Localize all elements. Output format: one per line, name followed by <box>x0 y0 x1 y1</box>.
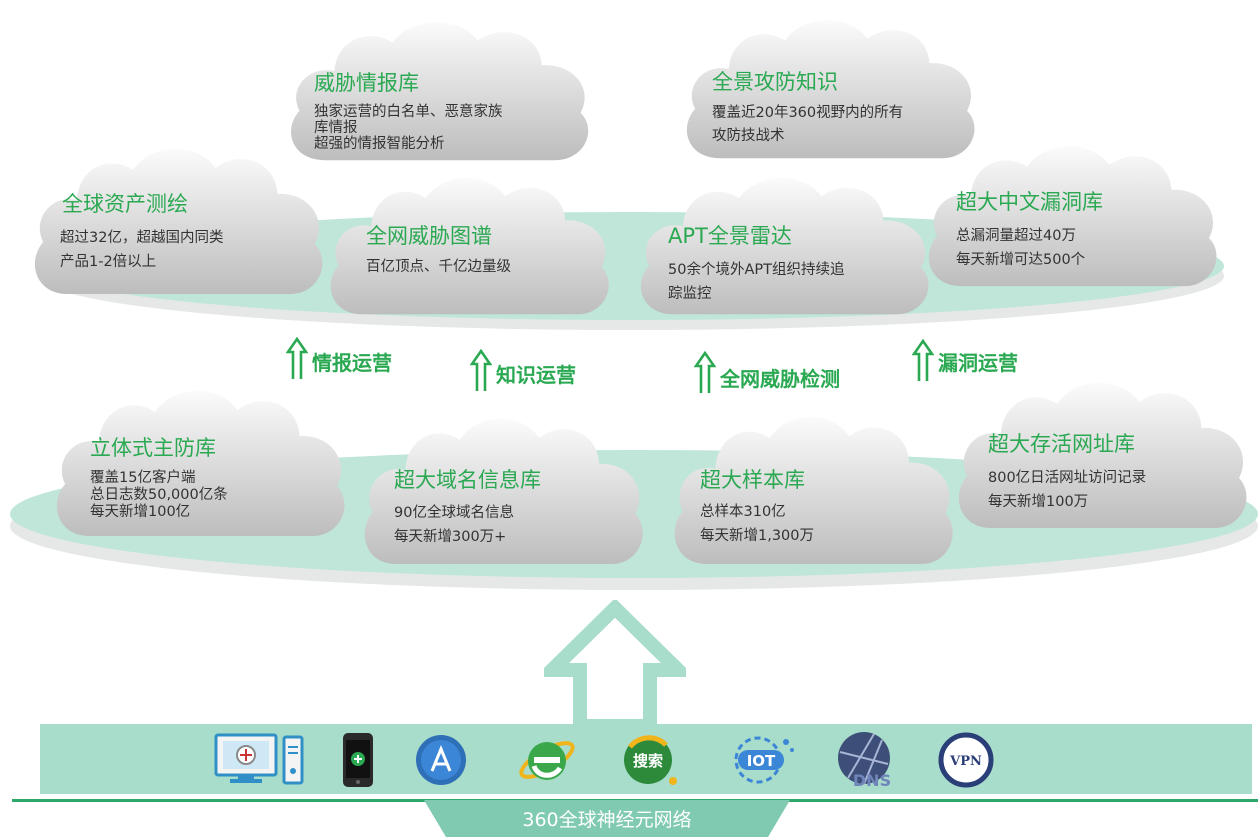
cloud-text: 总漏洞量超过40万 每天新增可达500个 <box>956 224 1085 272</box>
cloud-text-line: 90亿全球域名信息 <box>394 505 514 521</box>
cloud-text-line: 总日志数50,000亿条 <box>90 487 228 503</box>
cloud-text-line: 800亿日活网址访问记录 <box>988 470 1147 486</box>
mobile-icon <box>343 733 373 787</box>
dns-icon-text: DNS <box>853 771 891 790</box>
cloud-text: 覆盖15亿客户端 总日志数50,000亿条 每天新增100亿 <box>90 470 228 521</box>
cloud-text-line: 50余个境外APT组织持续追 <box>668 262 845 278</box>
cloud-text-line: 每天新增300万+ <box>394 529 507 545</box>
cloud-text-line: 每天新增1,300万 <box>700 528 815 544</box>
flow-vuln-ops: 漏洞运营 <box>912 338 1018 382</box>
iot-icon: IOT <box>734 736 794 784</box>
cloud-text-line: 每天新增100亿 <box>90 504 191 520</box>
iot-icon-text: IOT <box>747 752 776 770</box>
cloud-text: 超过32亿，超越国内同类 产品1-2倍以上 <box>60 226 223 274</box>
big-up-arrow-icon <box>544 600 686 728</box>
cloud-title: 超大样本库 <box>700 468 805 492</box>
cloud-text-line: 超过32亿，超越国内同类 <box>60 230 224 246</box>
cloud-sample-db: 超大样本库 总样本310亿 每天新增1,300万 <box>670 406 960 568</box>
cloud-text: 50余个境外APT组织持续追 踪监控 <box>668 258 844 306</box>
cloud-title: 超大域名信息库 <box>394 468 541 492</box>
up-arrow-icon <box>694 350 716 393</box>
cloud-title: APT全景雷达 <box>668 224 792 248</box>
flow-label: 漏洞运营 <box>938 351 1018 375</box>
computer-icon <box>214 733 304 785</box>
up-arrow-icon <box>912 338 934 381</box>
cloud-text-line: 独家运营的白名单、恶意家族 <box>314 104 503 120</box>
cloud-host-defense: 立体式主防库 覆盖15亿客户端 总日志数50,000亿条 每天新增100亿 <box>52 380 352 540</box>
cloud-text: 800亿日活网址访问记录 每天新增100万 <box>988 466 1146 514</box>
cloud-title: 超大存活网址库 <box>988 432 1135 456</box>
cloud-text-line: 覆盖15亿客户端 <box>90 470 196 486</box>
cloud-text: 90亿全球域名信息 每天新增300万+ <box>394 501 514 549</box>
cloud-text-line: 每天新增100万 <box>988 494 1089 510</box>
cloud-text-line: 库情报 <box>314 120 358 136</box>
cloud-text-line: 攻防技战术 <box>712 128 785 144</box>
network-label-tab <box>424 800 790 837</box>
cloud-title: 超大中文漏洞库 <box>956 190 1103 214</box>
flow-threat-detection: 全网威胁检测 <box>694 350 840 394</box>
cloud-text: 总样本310亿 每天新增1,300万 <box>700 500 814 548</box>
flow-label: 全网威胁检测 <box>720 367 840 391</box>
cloud-text-line: 总漏洞量超过40万 <box>956 228 1076 244</box>
flow-intel-ops: 情报运营 <box>286 336 392 380</box>
up-arrow-icon <box>470 348 492 391</box>
cloud-domain-db: 超大域名信息库 90亿全球域名信息 每天新增300万+ <box>360 408 650 568</box>
cloud-text: 独家运营的白名单、恶意家族 库情报 超强的情报智能分析 <box>314 104 503 152</box>
vpn-icon: VPN <box>938 732 994 788</box>
cloud-url-db: 超大存活网址库 800亿日活网址访问记录 每天新增100万 <box>954 372 1254 532</box>
cloud-title: 全球资产测绘 <box>62 192 188 216</box>
cloud-vuln-db: 超大中文漏洞库 总漏洞量超过40万 每天新增可达500个 <box>924 136 1224 290</box>
cloud-text-line: 踪监控 <box>668 286 712 302</box>
cloud-global-assets: 全球资产测绘 超过32亿，超越国内同类 产品1-2倍以上 <box>30 138 330 298</box>
cloud-attack-defense: 全景攻防知识 覆盖近20年360视野内的所有 攻防技战术 <box>682 10 982 162</box>
cloud-text: 百亿顶点、千亿边量级 <box>366 258 511 277</box>
cloud-text: 覆盖近20年360视野内的所有 攻防技战术 <box>712 102 903 148</box>
cloud-title: 威胁情报库 <box>314 71 419 95</box>
cloud-text-line: 产品1-2倍以上 <box>60 254 157 270</box>
cloud-threat-intel: 威胁情报库 独家运营的白名单、恶意家族 库情报 超强的情报智能分析 <box>286 12 596 164</box>
network-label: 360全球神经元网络 <box>522 809 692 831</box>
cloud-threat-graph: 全网威胁图谱 百亿顶点、千亿边量级 <box>326 168 616 318</box>
cloud-text-line: 每天新增可达500个 <box>956 252 1086 268</box>
cloud-text-line: 总样本310亿 <box>700 504 786 520</box>
ie-browser-icon <box>519 741 575 780</box>
dns-icon: DNS <box>838 732 891 790</box>
cloud-title: 全网威胁图谱 <box>366 224 492 248</box>
cloud-text-line: 覆盖近20年360视野内的所有 <box>712 105 904 121</box>
vpn-icon-text: VPN <box>949 754 982 769</box>
search-icon-text: 搜索 <box>633 752 663 770</box>
cloud-title: 全景攻防知识 <box>712 70 838 94</box>
cloud-text-line: 百亿顶点、千亿边量级 <box>366 259 511 275</box>
up-arrow-icon <box>286 336 308 379</box>
cloud-title: 立体式主防库 <box>90 436 216 460</box>
cloud-apt-radar: APT全景雷达 50余个境外APT组织持续追 踪监控 <box>636 168 936 318</box>
app-store-icon <box>416 735 466 785</box>
cloud-text-line: 超强的情报智能分析 <box>314 136 445 152</box>
flow-label: 知识运营 <box>496 363 576 387</box>
flow-knowledge-ops: 知识运营 <box>470 348 576 392</box>
flow-label: 情报运营 <box>312 351 392 375</box>
search-icon: 搜索 <box>624 735 677 785</box>
